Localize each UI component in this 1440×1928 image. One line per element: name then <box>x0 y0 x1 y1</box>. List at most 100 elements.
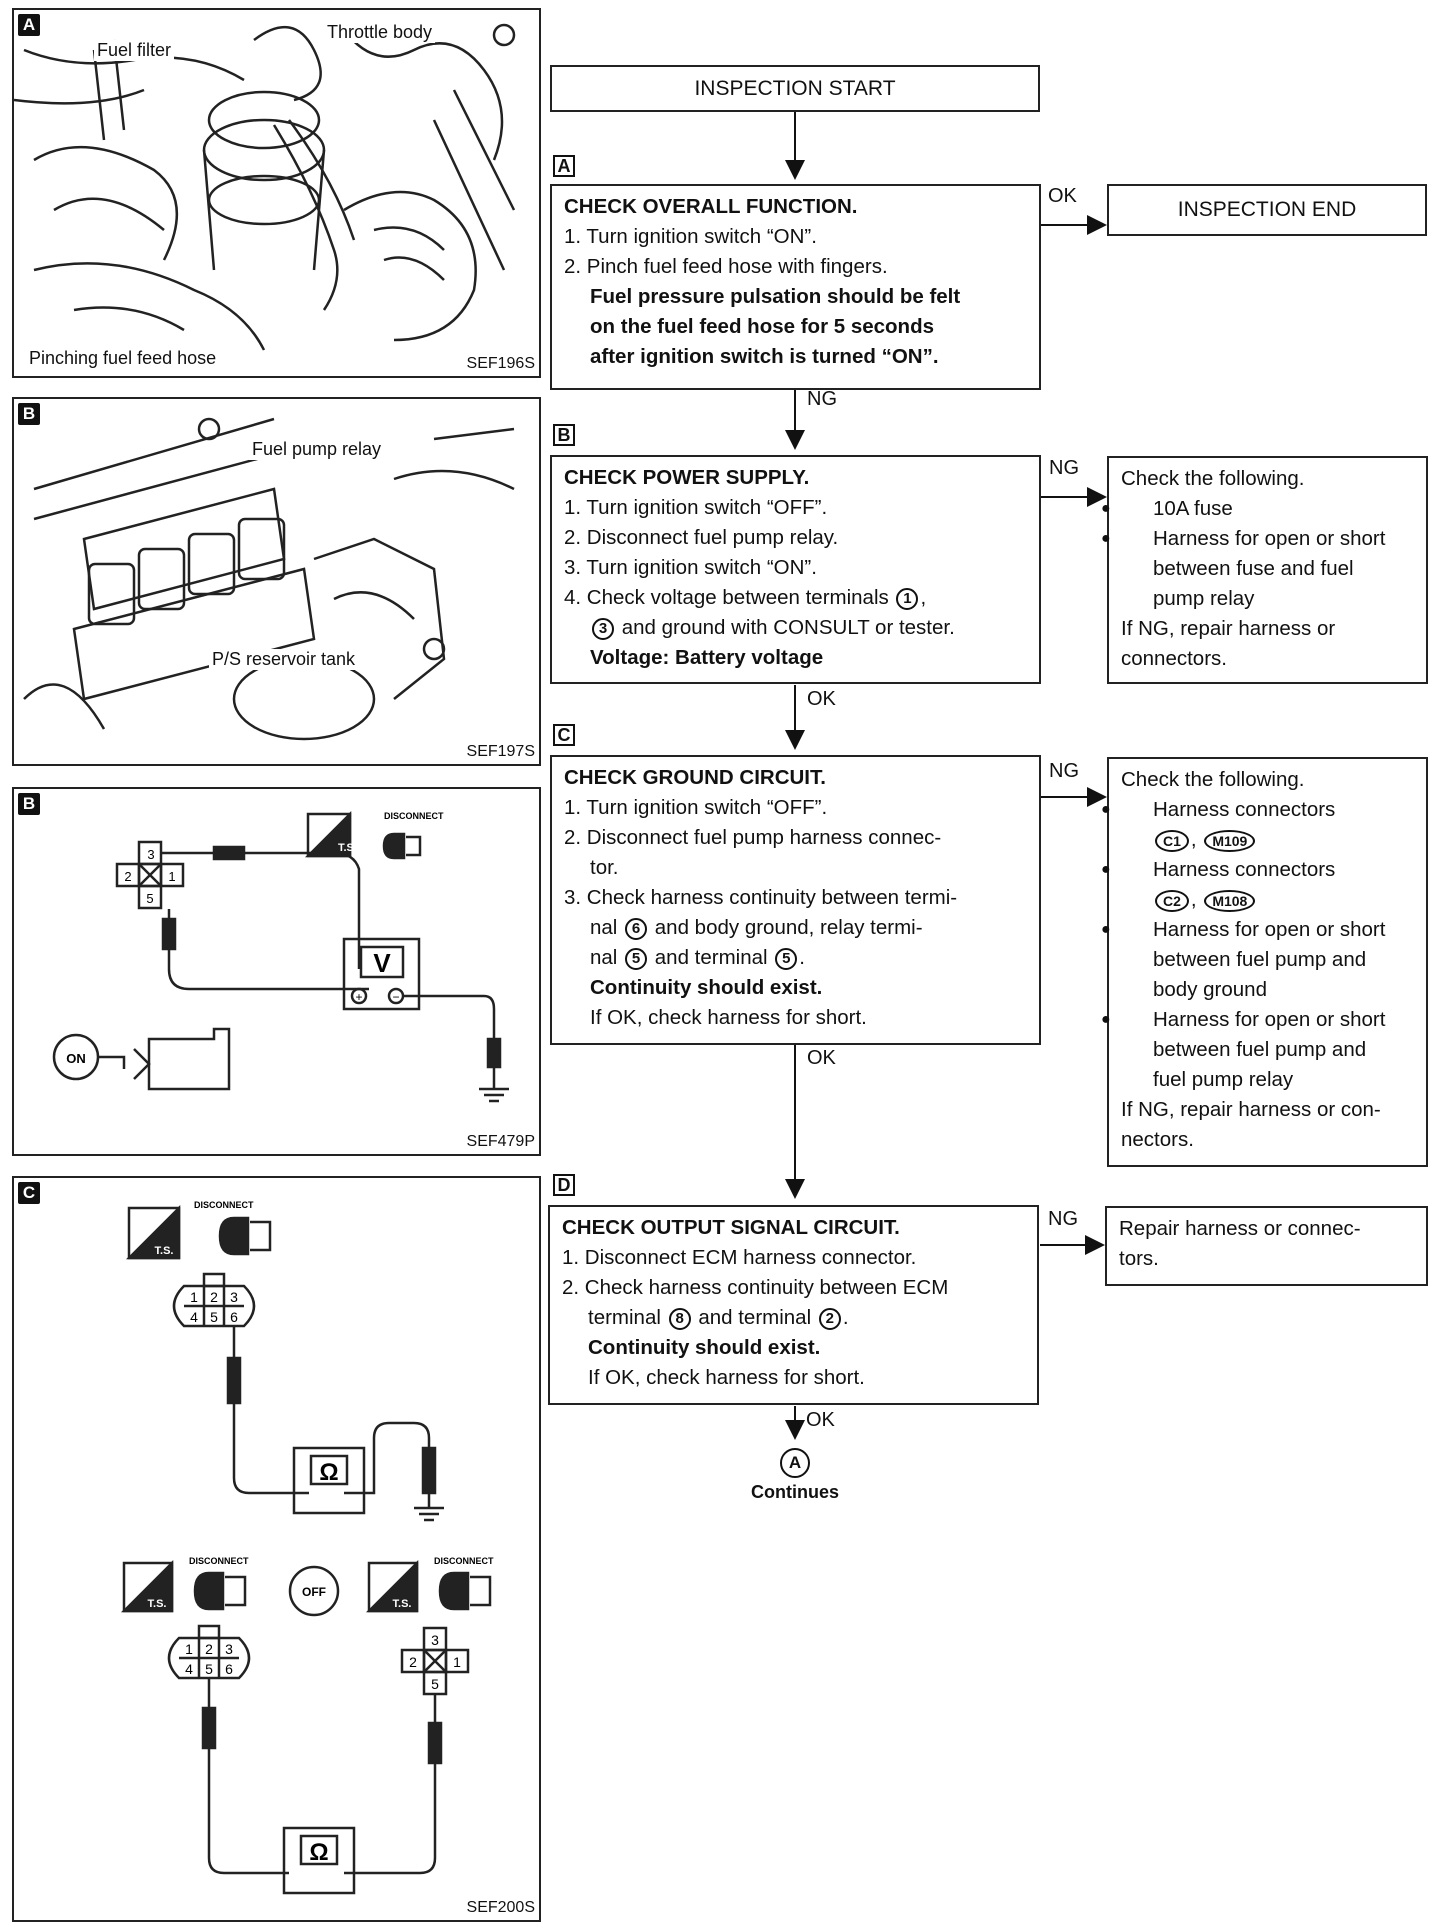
c2-pin-1: 1 <box>185 1641 193 1657</box>
step-b-box: CHECK POWER SUPPLY. 1. Turn ignition swi… <box>550 455 1041 684</box>
step-c-line-3b-end: and body ground, relay termi- <box>654 916 923 939</box>
c2-pin-6: 6 <box>225 1661 233 1677</box>
c2-pin-5: 5 <box>205 1661 213 1677</box>
panel-b-tag: B <box>18 403 40 425</box>
continues-label: Continues <box>751 1482 839 1502</box>
c1-pin-2: 2 <box>210 1289 218 1305</box>
step-d-line-2b-start: terminal <box>588 1306 661 1329</box>
panel-b2-tag: B <box>18 793 40 815</box>
step-d-title: CHECK OUTPUT SIGNAL CIRCUIT. <box>562 1216 900 1239</box>
fuel-pump-relay-label: Fuel pump relay <box>249 439 385 460</box>
step-c-result-item-1-codes: C1, M109 <box>1121 825 1414 855</box>
panel-b2-code: SEF479P <box>466 1133 535 1150</box>
connector-c2-badge: C2 <box>1155 889 1189 912</box>
step-b-result-item-1: 10A fuse <box>1101 494 1414 524</box>
step-b-ng-label: NG <box>1049 457 1079 479</box>
step-c-result-item-1: Harness connectors <box>1101 795 1414 825</box>
disconnect-label-top: DISCONNECT <box>194 1200 254 1210</box>
step-b-line-5-text: and ground with CONSULT or tester. <box>621 616 955 639</box>
terminal-5-mark-b: 5 <box>775 947 798 970</box>
panel-c-code: SEF200S <box>466 1899 535 1916</box>
step-d-result-box: Repair harness or connec- tors. <box>1105 1206 1428 1286</box>
step-d-result-line-2: tors. <box>1119 1247 1159 1270</box>
step-c-line-3b: nal 6 and body ground, relay termi- <box>564 913 1027 943</box>
step-d-ng-label: NG <box>1048 1208 1078 1230</box>
panel-c-tag: C <box>18 1182 40 1204</box>
connector-c1-badge: C1 <box>1155 829 1189 852</box>
c1-pin-4: 4 <box>190 1309 198 1325</box>
ohmmeter-symbol-top: Ω <box>319 1459 338 1486</box>
c2-pin-4: 4 <box>185 1661 193 1677</box>
terminal-5-mark-a: 5 <box>625 947 648 970</box>
relay-pin-5: 5 <box>431 1676 439 1692</box>
panel-b-code: SEF197S <box>466 743 535 760</box>
step-c-line-2: 2. Disconnect fuel pump harness connec- <box>564 826 942 849</box>
step-c-line-2b: tor. <box>590 856 619 879</box>
step-c-title: CHECK GROUND CIRCUIT. <box>564 766 826 789</box>
ohmmeter-symbol-bottom: Ω <box>309 1839 328 1866</box>
terminal-1-mark: 1 <box>896 587 919 610</box>
step-d-box: CHECK OUTPUT SIGNAL CIRCUIT. 1. Disconne… <box>548 1205 1039 1405</box>
fuel-filter-label: Fuel filter <box>94 40 175 61</box>
pin-3: 3 <box>147 847 154 862</box>
step-c-result-item-4: Harness for open or short <box>1101 1005 1414 1035</box>
step-b-result-item-2: Harness for open or short <box>1101 524 1414 554</box>
step-d-line-2: 2. Check harness continuity between ECM <box>562 1276 949 1299</box>
c1-pin-1: 1 <box>190 1289 198 1305</box>
step-d-line-1: 1. Disconnect ECM harness connector. <box>562 1246 917 1269</box>
step-b-criteria: Voltage: Battery voltage <box>590 646 824 669</box>
step-c-line-3c-mid: and terminal <box>654 946 768 969</box>
panel-b-relay-illustration: B Fuel pump relay P/S reservoir tank SEF… <box>12 397 541 766</box>
step-b-line-4-text: 4. Check voltage between terminals <box>564 586 889 609</box>
pin-2: 2 <box>124 869 131 884</box>
step-c-result-item-3c: body ground <box>1153 978 1267 1001</box>
step-d-line-2b: terminal 8 and terminal 2. <box>562 1303 1025 1333</box>
c2-pin-2: 2 <box>205 1641 213 1657</box>
disconnect-label: DISCONNECT <box>384 811 444 821</box>
step-b-line-3: 3. Turn ignition switch “ON”. <box>564 556 817 579</box>
step-c-line-3c: nal 5 and terminal 5. <box>564 943 1027 973</box>
continues-marker: A <box>780 1448 810 1478</box>
connector-m109-badge: M109 <box>1204 829 1256 852</box>
step-c-box: CHECK GROUND CIRCUIT. 1. Turn ignition s… <box>550 755 1041 1045</box>
step-b-title: CHECK POWER SUPPLY. <box>564 466 810 489</box>
pin-1: 1 <box>168 869 175 884</box>
step-d-criteria: Continuity should exist. <box>588 1336 821 1359</box>
ts-label-bottom-left: T.S. <box>148 1598 167 1610</box>
step-c-result-note-1: If NG, repair harness or con- <box>1121 1098 1381 1121</box>
step-c-result-item-3: Harness for open or short <box>1101 915 1414 945</box>
step-c-line-3: 3. Check harness continuity between term… <box>564 886 958 909</box>
step-d-result-line-1: Repair harness or connec- <box>1119 1217 1361 1240</box>
throttle-body-label: Throttle body <box>324 22 436 43</box>
step-b-line-2: 2. Disconnect fuel pump relay. <box>564 526 839 549</box>
step-a-title: CHECK OVERALL FUNCTION. <box>564 195 858 218</box>
panel-c-continuity-test-diagram: 1 2 3 4 5 6 1 2 3 4 5 6 3 2 1 5 Ω Ω T.S.… <box>12 1176 541 1922</box>
step-c-result-box: Check the following. Harness connectors … <box>1101 757 1428 1167</box>
step-c-line-3c-start: nal <box>590 946 618 969</box>
step-c-line-1: 1. Turn ignition switch “OFF”. <box>564 796 828 819</box>
step-d-tag: D <box>553 1174 575 1196</box>
panel-a-tag: A <box>18 14 40 36</box>
c1-pin-6: 6 <box>230 1309 238 1325</box>
ts-label: T.S. <box>338 842 357 854</box>
step-c-result-heading: Check the following. <box>1121 768 1305 791</box>
step-c-line-4: If OK, check harness for short. <box>590 1006 867 1029</box>
c1-pin-5: 5 <box>210 1309 218 1325</box>
c2-pin-3: 3 <box>225 1641 233 1657</box>
pin-5: 5 <box>146 891 153 906</box>
ts-label-bottom-right: T.S. <box>393 1598 412 1610</box>
step-b-result-note-1: If NG, repair harness or <box>1121 617 1336 640</box>
step-c-result-item-2-codes: C2, M108 <box>1121 885 1414 915</box>
ignition-off-label: OFF <box>302 1585 326 1599</box>
step-c-line-3b-start: nal <box>590 916 618 939</box>
terminal-3-mark: 3 <box>592 617 614 640</box>
disconnect-label-bottom-right: DISCONNECT <box>434 1556 494 1566</box>
step-a-ok-label: OK <box>1048 185 1077 207</box>
connector-m108-badge: M108 <box>1204 889 1256 912</box>
step-c-result-item-2: Harness connectors <box>1101 855 1414 885</box>
inspection-start-box: INSPECTION START <box>550 65 1040 112</box>
terminal-8-mark: 8 <box>668 1307 691 1330</box>
step-a-line-2: 2. Pinch fuel feed hose with fingers. <box>564 255 888 278</box>
engine-bay-sketch <box>14 23 516 351</box>
